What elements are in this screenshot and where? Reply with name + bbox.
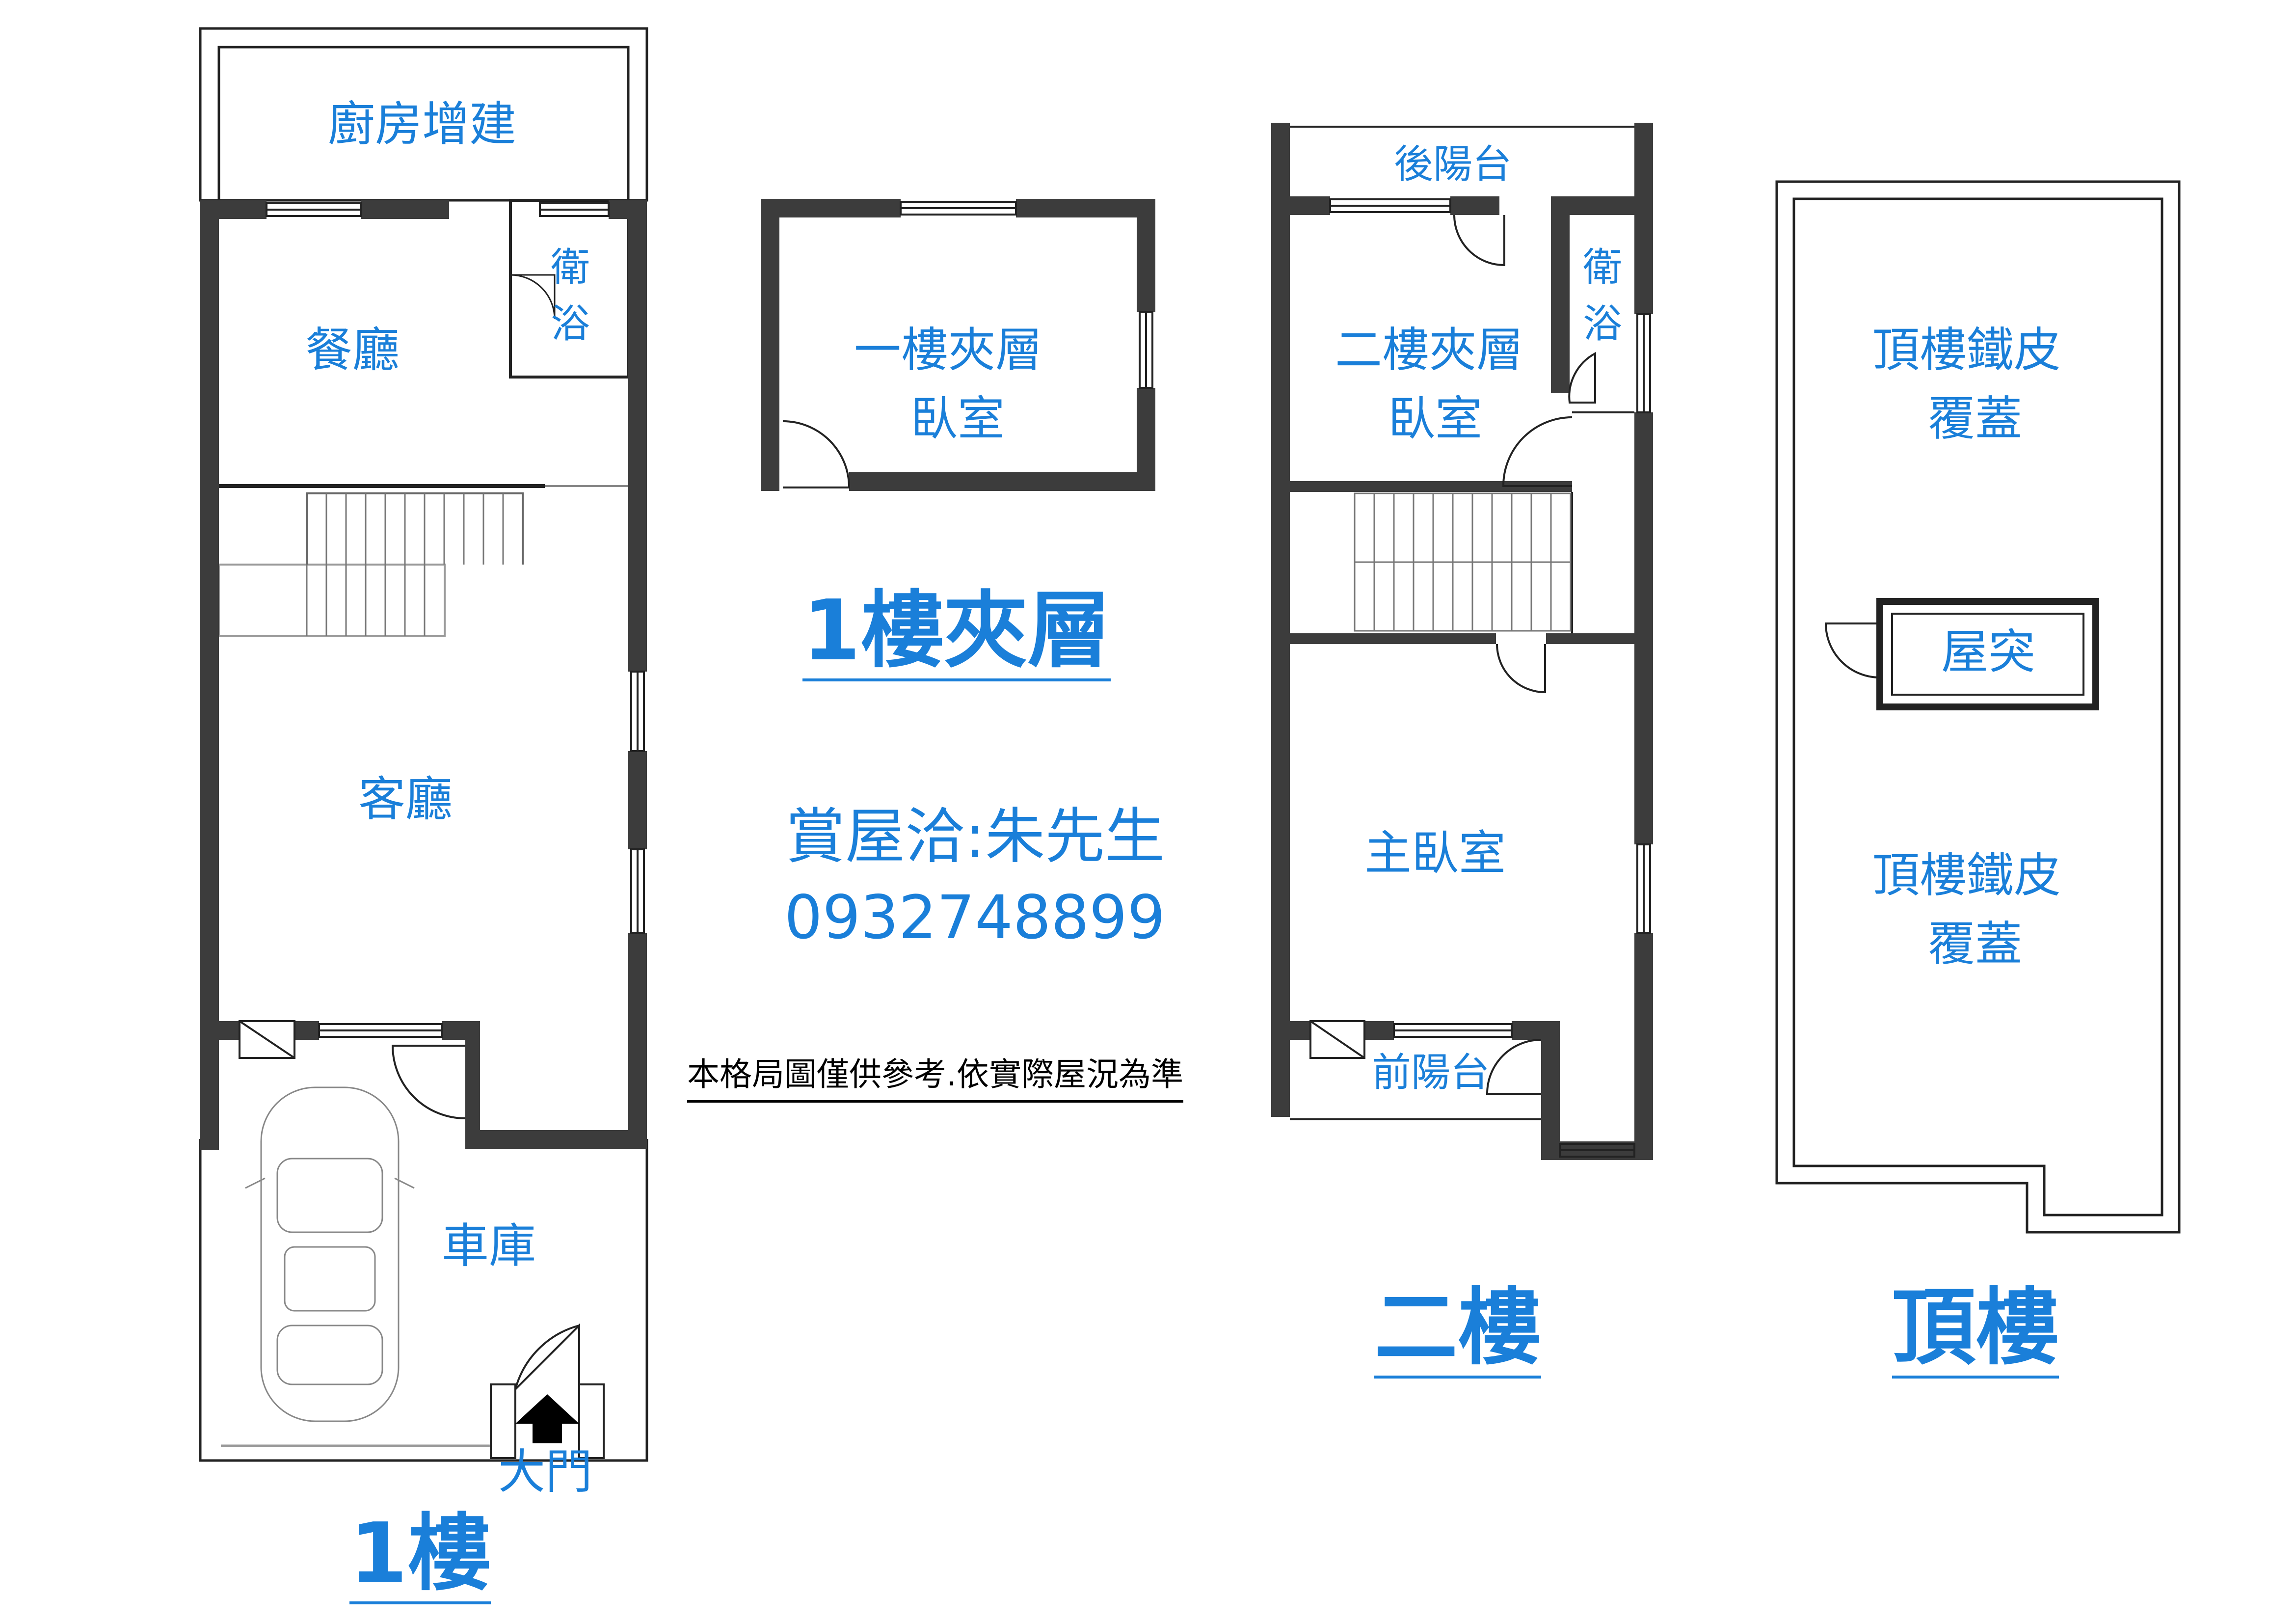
room-label-bath-2: 浴 (551, 301, 590, 347)
roof-cover-2-line1: 頂樓鐵皮 (1872, 848, 2061, 903)
mezz1-title: 1樓夾層 (802, 589, 1111, 681)
room-label-mezz2-line1: 二樓夾層 (1335, 323, 1523, 378)
roof-title: 頂樓 (1892, 1286, 2059, 1379)
floor2-plan (1271, 123, 1653, 1160)
room-label-stair-house: 屋突 (1941, 624, 2035, 679)
roof-cover-1-line2: 覆蓋 (1928, 391, 2022, 446)
room-label-master-bedroom: 主臥室 (1364, 826, 1506, 881)
floor2-title: 二樓 (1374, 1286, 1542, 1379)
room-label-garage: 車庫 (442, 1218, 536, 1273)
room-label-living: 客廳 (358, 772, 453, 827)
floor1-stair-treads (306, 493, 504, 636)
room-label-mezz1-line1: 一樓夾層 (854, 323, 1042, 378)
room-label-back-balcony: 後陽台 (1394, 141, 1512, 187)
floor1-plan (199, 27, 648, 1462)
roof-cover-1-line1: 頂樓鐵皮 (1872, 323, 2061, 378)
room-label-front-balcony: 前陽台 (1372, 1050, 1490, 1095)
label-main-door: 大門 (498, 1444, 592, 1499)
floor1-walls (200, 200, 647, 1150)
floor1-title: 1樓 (349, 1512, 491, 1604)
room-label-mezz1-line2: 臥室 (910, 391, 1005, 446)
contact-line: 賞屋洽:朱先生 (785, 802, 1165, 871)
entry-arrow-icon (515, 1394, 579, 1443)
room-label-dining: 餐廳 (305, 323, 400, 378)
floor1-windows (239, 202, 645, 1459)
mezz1-plan (761, 199, 1155, 491)
roof-cover-2-line2: 覆蓋 (1928, 917, 2022, 972)
room-label-mezz2-line2: 臥室 (1388, 391, 1482, 446)
room-label-bath2-1: 衛 (1583, 244, 1622, 290)
roof-plan (1775, 180, 2181, 1234)
room-label-bath-1: 衛 (551, 244, 590, 290)
disclaimer-note: 本格局圖僅供參考.依實際屋況為準 (687, 1048, 1183, 1103)
contact-phone: 0932748899 (784, 883, 1166, 952)
room-label-bath2-2: 浴 (1583, 301, 1622, 347)
car-icon (245, 1086, 415, 1422)
room-label-kitchen-extension: 廚房增建 (328, 97, 516, 152)
